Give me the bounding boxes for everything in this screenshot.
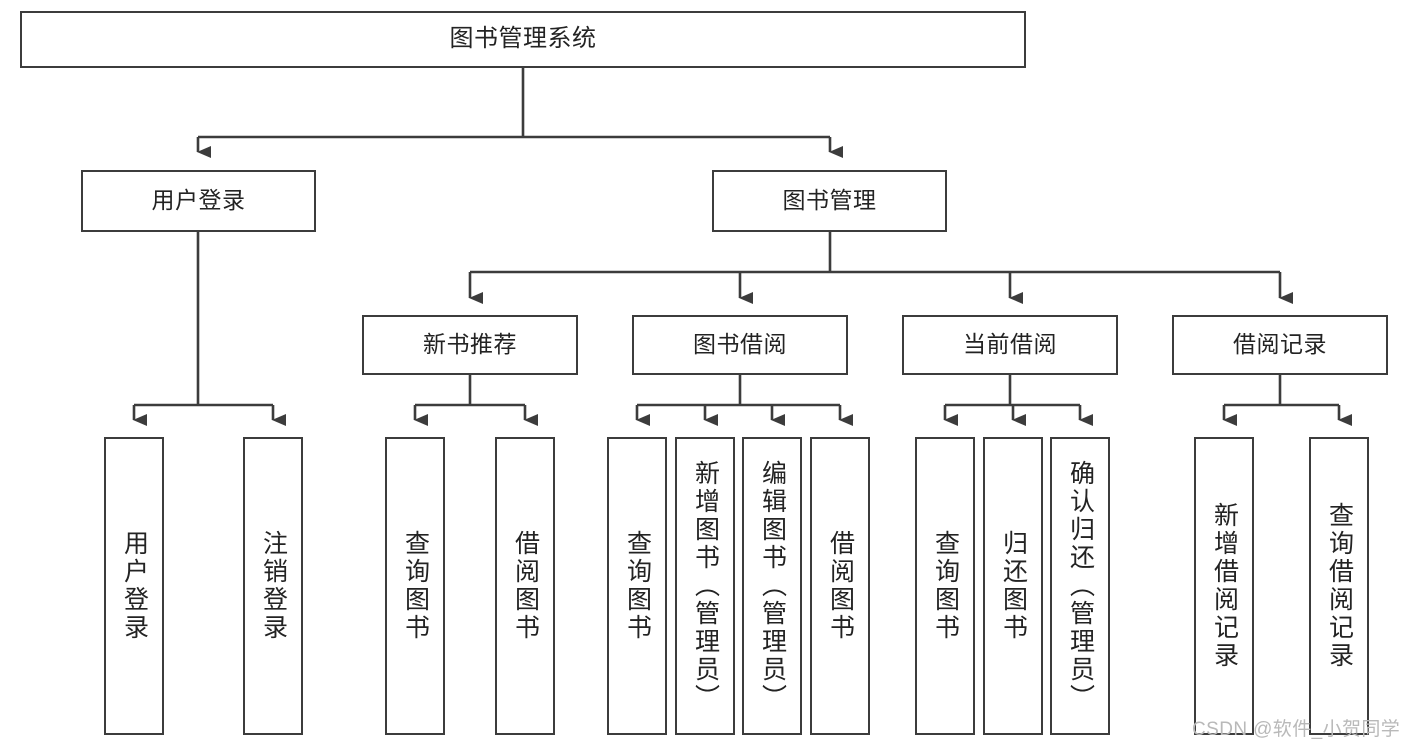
leaf-borrow-edit-book[interactable]: 编辑图书（管理员） [742,437,802,735]
leaf-rec-query-record[interactable]: 查询借阅记录 [1309,437,1369,735]
node-label: 注销登录 [259,530,288,642]
node-label: 查询图书 [401,530,430,642]
node-book-borrowing[interactable]: 图书借阅 [632,315,848,375]
node-label: 当前借阅 [963,331,1057,358]
node-book-management[interactable]: 图书管理 [712,170,947,232]
node-label: 图书管理系统 [449,25,597,53]
leaf-borrow-query-book[interactable]: 查询图书 [607,437,667,735]
node-label: 借阅图书 [826,530,855,642]
node-label: 新增图书（管理员） [691,460,720,712]
leaf-borrow-borrow-book[interactable]: 借阅图书 [810,437,870,735]
leaf-cur-confirm-return[interactable]: 确认归还（管理员） [1050,437,1110,735]
leaf-rec-query-book[interactable]: 查询图书 [385,437,445,735]
leaf-rec-borrow-book[interactable]: 借阅图书 [495,437,555,735]
node-user-login[interactable]: 用户登录 [81,170,316,232]
node-label: 图书管理 [782,187,877,214]
node-label: 查询借阅记录 [1325,502,1354,670]
csdn-watermark: CSDN @软件_小贺同学 [1192,719,1401,740]
leaf-cur-query-book[interactable]: 查询图书 [915,437,975,735]
leaf-borrow-add-book[interactable]: 新增图书（管理员） [675,437,735,735]
node-label: 用户登录 [120,530,149,642]
node-label: 图书借阅 [693,331,787,358]
leaf-cur-return-book[interactable]: 归还图书 [983,437,1043,735]
node-new-book-recommendation[interactable]: 新书推荐 [362,315,578,375]
node-label: 编辑图书（管理员） [758,460,787,712]
node-label: 新书推荐 [423,331,517,358]
node-label: 借阅图书 [511,530,540,642]
node-current-borrowing[interactable]: 当前借阅 [902,315,1118,375]
node-label: 借阅记录 [1233,331,1327,358]
node-label: 归还图书 [999,530,1028,642]
leaf-logout[interactable]: 注销登录 [243,437,303,735]
node-borrowing-record[interactable]: 借阅记录 [1172,315,1388,375]
node-label: 查询图书 [623,530,652,642]
node-label: 用户登录 [151,187,246,214]
node-label: 确认归还（管理员） [1066,460,1095,712]
leaf-rec-add-record[interactable]: 新增借阅记录 [1194,437,1254,735]
leaf-user-login[interactable]: 用户登录 [104,437,164,735]
node-root-library-system[interactable]: 图书管理系统 [20,11,1026,68]
node-label: 新增借阅记录 [1210,502,1239,670]
node-label: 查询图书 [931,530,960,642]
